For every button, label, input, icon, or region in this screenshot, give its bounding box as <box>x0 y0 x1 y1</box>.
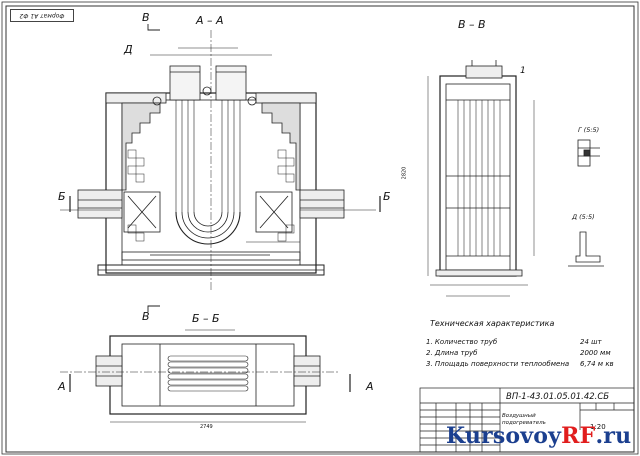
view-bb <box>60 329 351 423</box>
view-vv <box>427 60 535 297</box>
cut-letter-v-bottom: В <box>142 310 150 323</box>
cut-letter-v-top: В <box>142 11 150 24</box>
tech-row-value: 24 шт <box>580 338 602 346</box>
watermark-part2: RF <box>561 423 596 449</box>
position-1-label: 1 <box>520 66 526 76</box>
tech-spec-title: Техническая характеристика <box>430 319 555 328</box>
tech-row-label: 3. Площадь поверхности теплообмена <box>426 360 570 368</box>
drawing-scale: 1:20 <box>590 423 606 431</box>
tech-row-value: 6,74 м кв <box>580 360 614 368</box>
tech-row-label: 1. Количество труб <box>426 338 498 346</box>
dim-vv-height: 2820 <box>401 166 408 180</box>
format-stamp: Формат А1 Ф2 <box>10 9 74 22</box>
cut-letter-b-left: Б <box>58 190 66 203</box>
view-aa <box>60 24 381 312</box>
section-bb-label: Б – Б <box>192 312 220 325</box>
detail-g <box>577 139 600 167</box>
watermark-part1: Kursovoy <box>446 423 562 449</box>
inner-frame <box>5 5 635 453</box>
title-block <box>419 387 635 453</box>
leader-d-label: Д <box>124 43 133 56</box>
cut-letter-b-right: Б <box>383 190 391 203</box>
detail-d <box>568 231 604 267</box>
cut-letter-a-right: А <box>366 380 374 393</box>
detail-g-label: Г (5:5) <box>578 126 600 134</box>
detail-d-label: Д (5:5) <box>572 213 595 221</box>
drawing-code: ВП-1-43.01.05.01.42.СБ <box>506 392 610 402</box>
cut-letter-a-left: А <box>58 380 66 393</box>
tech-row-value: 2000 мм <box>580 349 611 357</box>
drawing-name: Воздушный подогреватель <box>502 413 546 426</box>
section-vv-label: В – В <box>458 18 486 31</box>
watermark-part3: .ru <box>595 423 632 449</box>
tech-row-label: 2. Длина труб <box>426 349 478 357</box>
section-aa-label: А – А <box>196 14 224 27</box>
dim-bb-width: 2749 <box>200 424 213 430</box>
